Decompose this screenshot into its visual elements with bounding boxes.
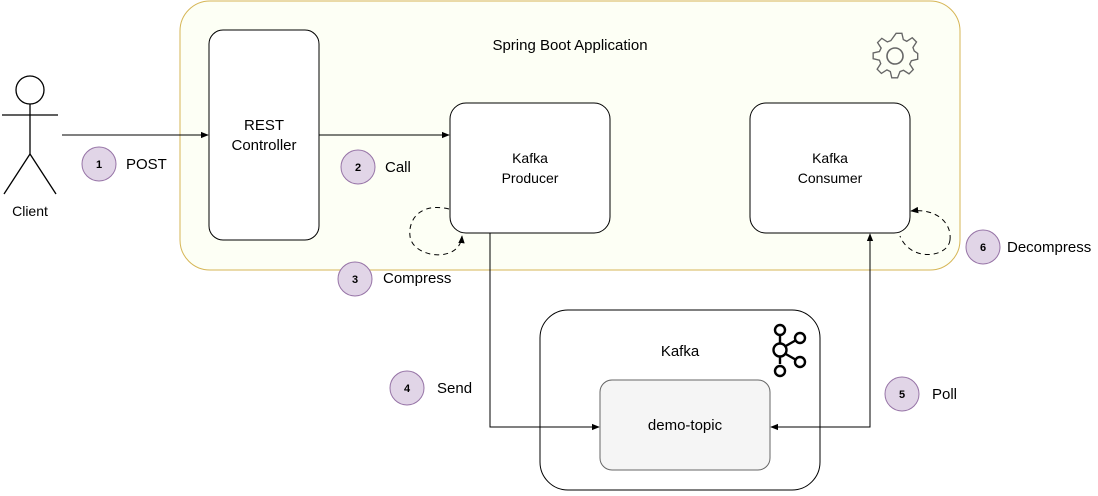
arrow-compress-loop [409,207,465,256]
kafka-producer-label-line1: Kafka [512,150,548,166]
spring-boot-application-label: Spring Boot Application [492,37,647,54]
step-6-label: Decompress [1007,239,1091,256]
kafka-consumer-box: Kafka Consumer [749,102,911,234]
demo-topic-box: demo-topic [599,379,771,471]
kafka-consumer-label-line2: Consumer [798,170,863,186]
client-label: Client [12,203,48,219]
step-badge-2-number: 2 [355,162,361,174]
step-5-label: Poll [932,386,957,403]
decompress-loop-tail [899,235,951,255]
demo-topic-label: demo-topic [648,417,723,434]
step-badge-2: 2 [340,149,376,185]
step-badge-6-number: 6 [980,242,986,254]
step-badge-4-number: 4 [404,383,411,395]
kafka-producer-label-line2: Producer [502,170,559,186]
step-badge-4: 4 [389,370,425,406]
step-badge-3: 3 [337,261,373,297]
step-badge-6: 6 [965,229,1001,265]
step-badge-5: 5 [884,376,920,412]
rest-controller-label-line1: REST [244,117,284,134]
step-3-label: Compress [383,270,451,287]
step-1-label: POST [126,156,167,173]
arrow-producer-to-topic [489,233,600,431]
kafka-producer-box: Kafka Producer [449,102,611,234]
rest-controller-label-line2: Controller [231,137,296,154]
step-badge-5-number: 5 [899,389,905,401]
step-badge-1-number: 1 [96,159,102,171]
gear-icon [872,32,919,79]
connectors [62,131,951,431]
client-stick-figure-icon [2,75,58,195]
arrow-decompress-loop [910,206,951,241]
step-badge-3-number: 3 [352,274,358,286]
step-2-label: Call [385,159,411,176]
kafka-consumer-label-line1: Kafka [812,150,848,166]
rest-controller-box: REST Controller [208,29,320,241]
arrow-topic-consumer-poll [770,233,874,431]
step-badge-1: 1 [81,146,117,182]
kafka-cluster-label: Kafka [661,343,700,360]
step-4-label: Send [437,380,472,397]
